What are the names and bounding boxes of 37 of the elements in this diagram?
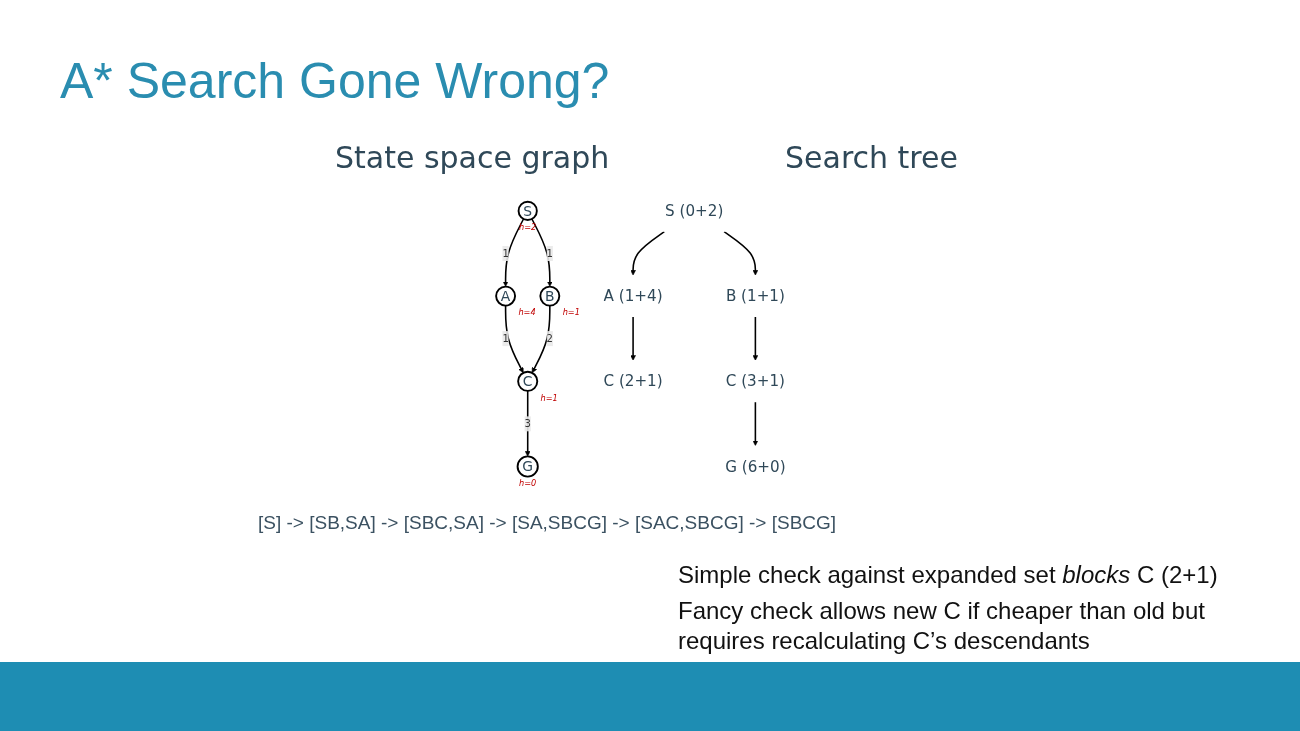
node-text: A (1+4) [603, 287, 663, 305]
arrow [752, 401, 758, 446]
heuristic-label: h=2 [518, 222, 537, 233]
node-text: B (1+1) [725, 287, 785, 305]
expansion-sequence: [S] -> [SB,SA] -> [SBC,SA] -> [SA,SBCG] -> [SAC,SBCG] -> [SBCG] [258, 512, 837, 534]
heuristic-label: h=1 [540, 392, 558, 403]
node-circle: C [516, 370, 538, 392]
arrow [502, 218, 524, 287]
arrow [723, 230, 758, 276]
node-text: C (2+1) [603, 372, 663, 391]
note-text: Simple check against expanded set blocks C (2+1) [678, 560, 1219, 590]
edge-label: 3 [524, 417, 531, 430]
node-circle: S [517, 200, 538, 221]
arrow [504, 304, 524, 374]
node-text: S (0+2) [664, 202, 724, 220]
edge-label: 1 [502, 332, 509, 345]
heuristic-label: h=4 [518, 307, 536, 318]
edge-label: 1 [502, 247, 509, 260]
slide-title: A* Search Gone Wrong? [60, 52, 610, 110]
heuristic-label: h=1 [562, 307, 580, 318]
edge-label: 2 [546, 332, 553, 345]
graph-heading: State space graph [335, 140, 610, 175]
arrow [530, 218, 553, 287]
arrow [752, 316, 758, 361]
arrow [524, 390, 531, 457]
note-text: Fancy check allows new C if cheaper than old but requires recalculating C’s descendants [678, 596, 1206, 656]
edge-label: 1 [546, 247, 553, 260]
node-circle: A [494, 285, 516, 307]
node-text: G (6+0) [724, 457, 786, 476]
node-text: C (3+1) [725, 372, 785, 391]
arrow [531, 304, 551, 374]
node-circle: G [516, 455, 539, 478]
arrow [630, 316, 636, 361]
node-circle: B [539, 285, 560, 307]
graph-heading: Search tree [785, 140, 958, 175]
heuristic-label: h=0 [518, 477, 537, 488]
arrow [630, 230, 665, 276]
